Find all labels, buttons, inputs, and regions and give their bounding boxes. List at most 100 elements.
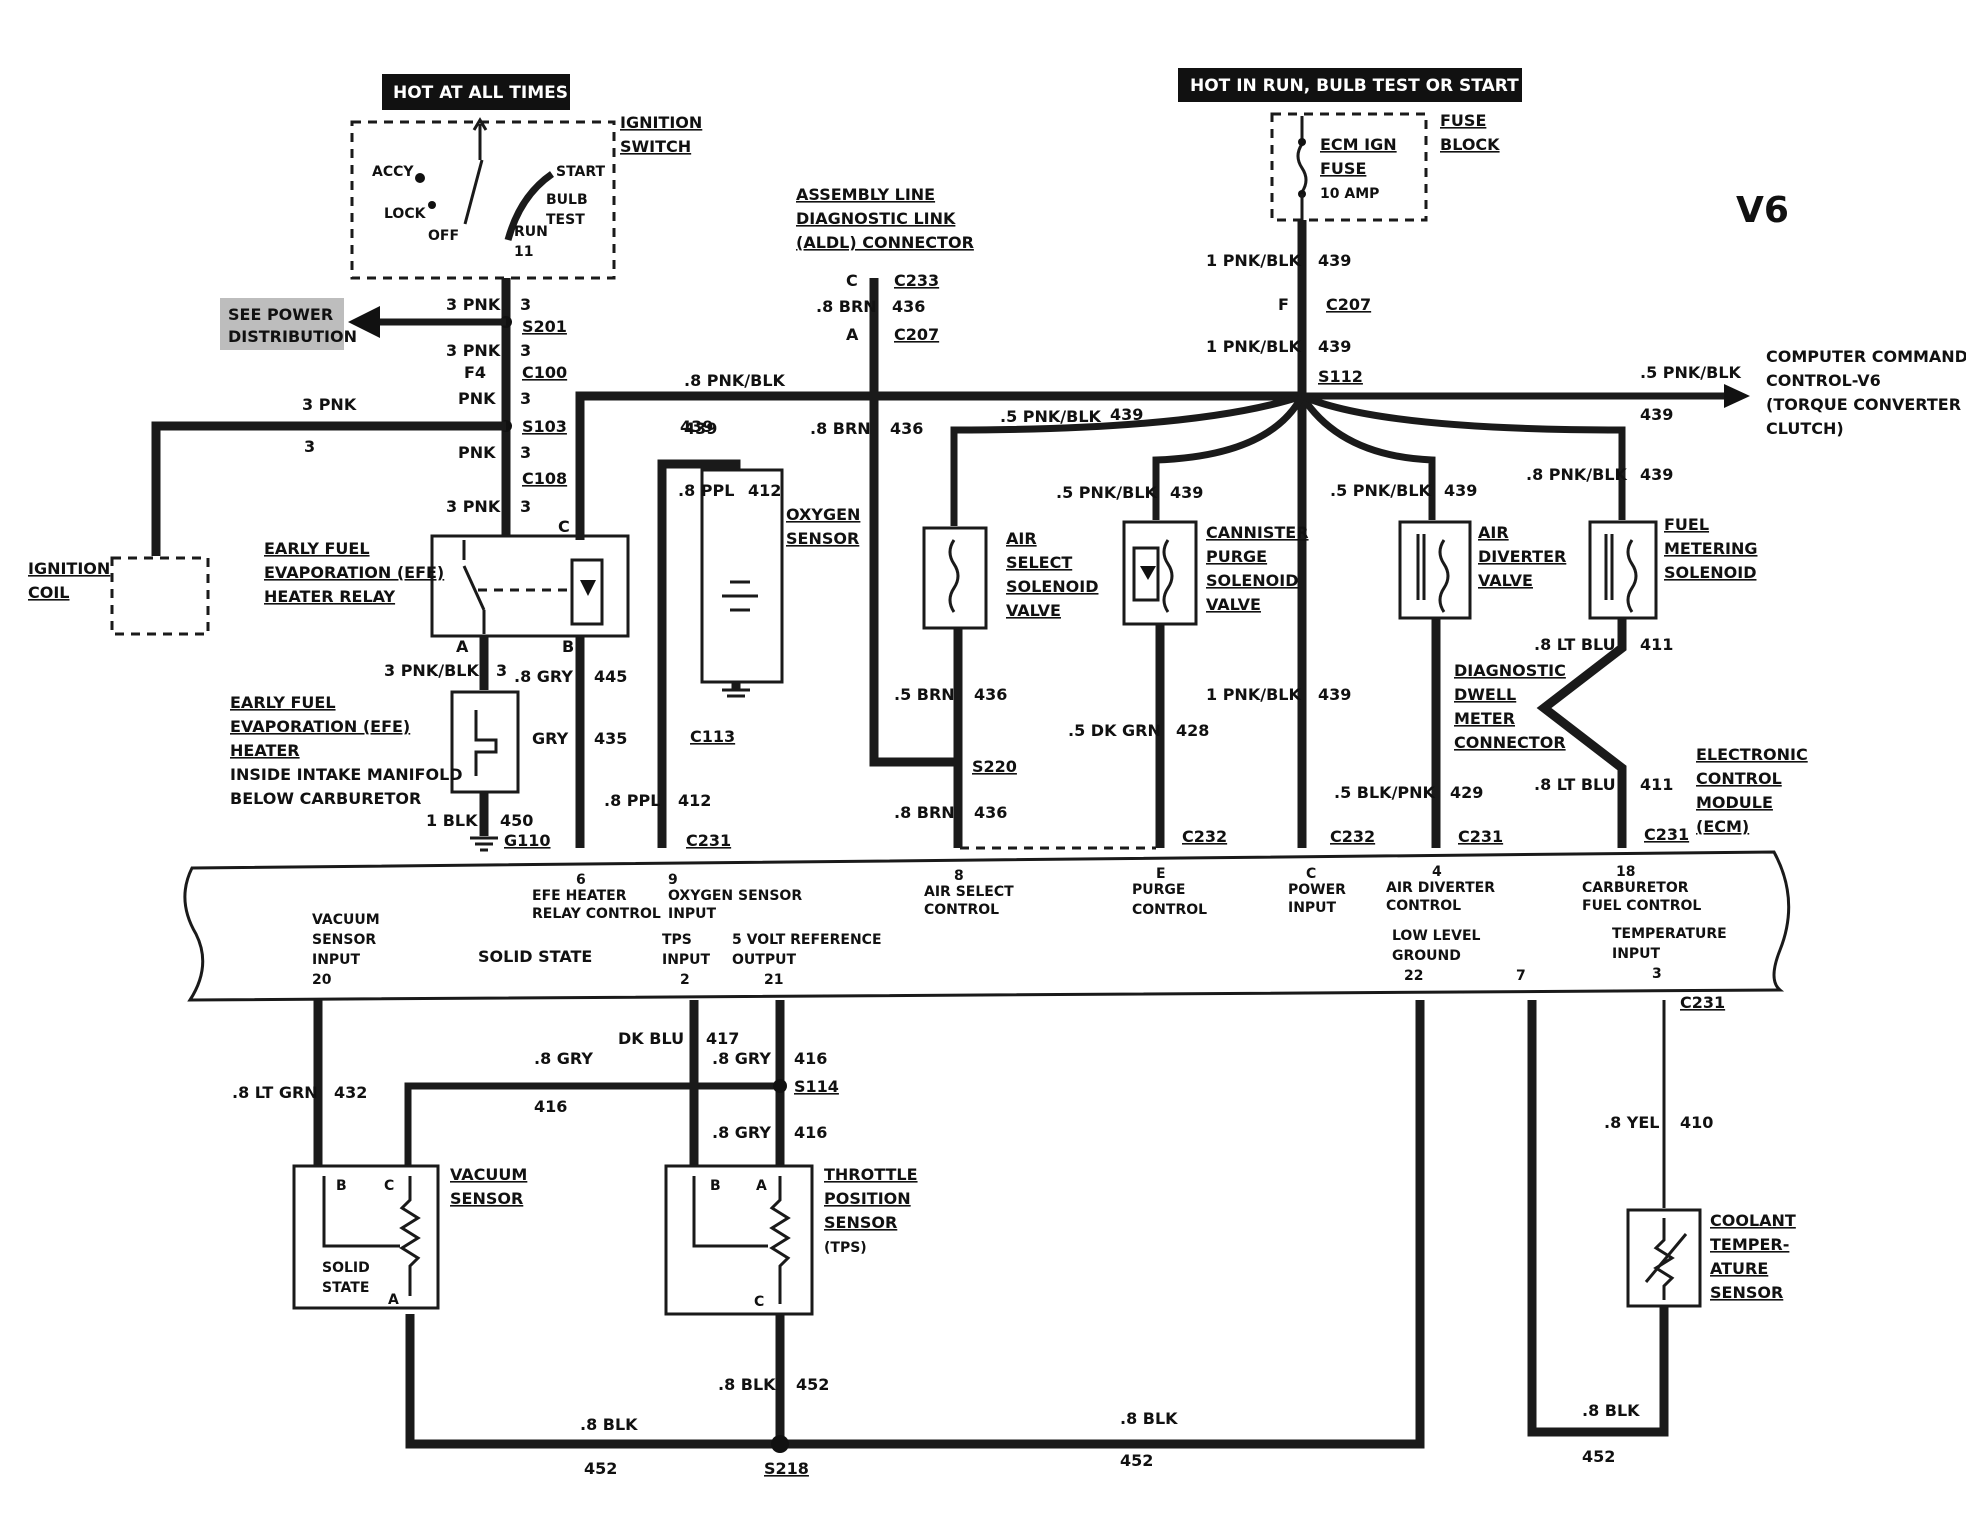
svg-text:RELAY CONTROL: RELAY CONTROL	[532, 906, 661, 922]
wire-number: 3	[496, 661, 507, 680]
air-select-label-2: SELECT	[1006, 553, 1072, 572]
hot-in-run-tag: HOT IN RUN, BULB TEST OR START	[1178, 68, 1522, 102]
ecm-pin-9: 9 OXYGEN SENSOR INPUT	[668, 872, 802, 922]
svg-text:C: C	[754, 1294, 764, 1310]
tps-label-3: SENSOR	[824, 1213, 897, 1232]
wire-number: 3	[520, 389, 531, 408]
svg-text:INPUT: INPUT	[312, 952, 361, 968]
wire-label: .8 BLK	[1582, 1401, 1640, 1420]
air-diverter-valve	[1398, 520, 1472, 620]
svg-text:INPUT: INPUT	[1612, 946, 1661, 962]
svg-text:SENSOR: SENSOR	[312, 932, 376, 948]
wire-label: .8 LT BLU	[1534, 635, 1616, 654]
connector-c231: C231	[686, 831, 731, 850]
ecm-pin-21: 5 VOLT REFERENCE OUTPUT 21	[732, 932, 882, 988]
connector-c113: C113	[690, 727, 735, 746]
wire-label: 3 PNK	[446, 497, 501, 516]
ground-symbol	[722, 688, 750, 698]
svg-text:ECM IGN: ECM IGN	[1320, 135, 1397, 154]
svg-text:AIR SELECT: AIR SELECT	[924, 884, 1014, 900]
svg-text:LOW LEVEL: LOW LEVEL	[1392, 928, 1481, 944]
wire-number: 439	[1640, 465, 1673, 484]
wire-label: .5 BRN	[894, 685, 955, 704]
wire-label: DK BLU	[618, 1029, 684, 1048]
ecm-pin-4: 4 AIR DIVERTER CONTROL	[1386, 864, 1495, 914]
vacuum-sensor-label-2: SENSOR	[450, 1189, 523, 1208]
fuel-metering-label-1: FUEL	[1664, 515, 1709, 534]
ground-symbol	[470, 836, 498, 852]
tps-label-2: POSITION	[824, 1189, 911, 1208]
fuel-metering-solenoid	[1588, 520, 1658, 620]
oxygen-sensor-label-2: SENSOR	[786, 529, 859, 548]
ignition-coil	[110, 556, 210, 636]
aldl-label-2: DIAGNOSTIC LINK	[796, 209, 956, 228]
svg-text:AIR DIVERTER: AIR DIVERTER	[1386, 880, 1495, 896]
connector-pin: F	[1278, 295, 1289, 314]
wire-label: 1 PNK/BLK	[1206, 337, 1301, 356]
wire-label: .8 BRN	[894, 803, 955, 822]
wire-number: 3	[304, 437, 315, 456]
efe-heater-label-4: INSIDE INTAKE MANIFOLD	[230, 765, 463, 784]
ecm-label-1: ELECTRONIC	[1696, 745, 1808, 764]
ignition-coil-label-2: COIL	[28, 583, 70, 602]
connector-pin: A	[846, 325, 859, 344]
coolant-label-3: ATURE	[1710, 1259, 1768, 1278]
wire-number: 411	[1640, 775, 1673, 794]
svg-text:GROUND: GROUND	[1392, 948, 1461, 964]
ecm-pin-2: TPS INPUT 2	[662, 932, 711, 988]
vacuum-sensor-label-1: VACUUM	[450, 1165, 527, 1184]
svg-text:OUTPUT: OUTPUT	[732, 952, 796, 968]
ecm-pin-3: TEMPERATURE INPUT 3	[1612, 926, 1727, 982]
svg-text:A: A	[456, 637, 469, 656]
efe-relay-label-2: EVAPORATION (EFE)	[264, 563, 444, 582]
tps-label-4: (TPS)	[824, 1240, 867, 1256]
ecm-solid-state: SOLID STATE	[478, 947, 592, 966]
switch-pos-run: RUN	[514, 224, 548, 240]
aldl-label-3: (ALDL) CONNECTOR	[796, 233, 974, 252]
svg-text:20: 20	[312, 972, 332, 988]
air-diverter-label-2: DIVERTER	[1478, 547, 1566, 566]
wire-label: .8 PNK/BLK	[1526, 465, 1628, 484]
switch-pos-11: 11	[514, 244, 533, 260]
ccc-label-1: COMPUTER COMMAND	[1766, 347, 1966, 366]
ccc-label-2: CONTROL-V6	[1766, 371, 1881, 390]
coolant-label-1: COOLANT	[1710, 1211, 1796, 1230]
wire-to-ignition-coil	[151, 421, 506, 556]
svg-text:DISTRIBUTION: DISTRIBUTION	[228, 327, 357, 346]
ecm-pin-22: LOW LEVEL GROUND 22	[1392, 928, 1481, 984]
version-tag: V6	[1736, 190, 1789, 231]
wire-label: 3 PNK	[446, 341, 501, 360]
wire-416	[404, 1082, 780, 1166]
svg-text:EFE HEATER: EFE HEATER	[532, 888, 627, 904]
wire-number: 432	[334, 1083, 367, 1102]
connector-c231: C231	[1644, 825, 1689, 844]
fuse-block: ECM IGN FUSE 10 AMP	[1270, 112, 1428, 222]
wire-number: 3	[520, 443, 531, 462]
svg-text:5 VOLT REFERENCE: 5 VOLT REFERENCE	[732, 932, 882, 948]
wire-label: 3 PNK	[446, 295, 501, 314]
svg-text:2: 2	[680, 972, 690, 988]
see-power-distribution: SEE POWER DISTRIBUTION	[220, 298, 506, 350]
wire-label: .8 PNK/BLK	[684, 371, 786, 390]
wire-number: 3	[520, 497, 531, 516]
wire-number: 412	[748, 481, 781, 500]
coolant-label-4: SENSOR	[1710, 1283, 1783, 1302]
svg-text:22: 22	[1404, 968, 1423, 984]
wire-number: 410	[1680, 1113, 1713, 1132]
wire-411	[1536, 618, 1627, 848]
svg-text:10 AMP: 10 AMP	[1320, 186, 1379, 202]
svg-text:INPUT: INPUT	[668, 906, 717, 922]
efe-heater-label-2: EVAPORATION (EFE)	[230, 717, 410, 736]
wire-label: 1 BLK	[426, 811, 478, 830]
svg-text:FUEL CONTROL: FUEL CONTROL	[1582, 898, 1701, 914]
wire-number: 3	[520, 295, 531, 314]
svg-text:B: B	[710, 1178, 721, 1194]
wire-label: .8 GRY	[534, 1049, 593, 1068]
wire-number: 452	[1120, 1451, 1153, 1470]
svg-text:OXYGEN SENSOR: OXYGEN SENSOR	[668, 888, 802, 904]
oxygen-sensor-label-1: OXYGEN	[786, 505, 860, 524]
canister-label-2: PURGE	[1206, 547, 1267, 566]
wire-label: GRY	[532, 729, 569, 748]
svg-text:4: 4	[1432, 864, 1442, 880]
splice-s220: S220	[972, 757, 1017, 776]
